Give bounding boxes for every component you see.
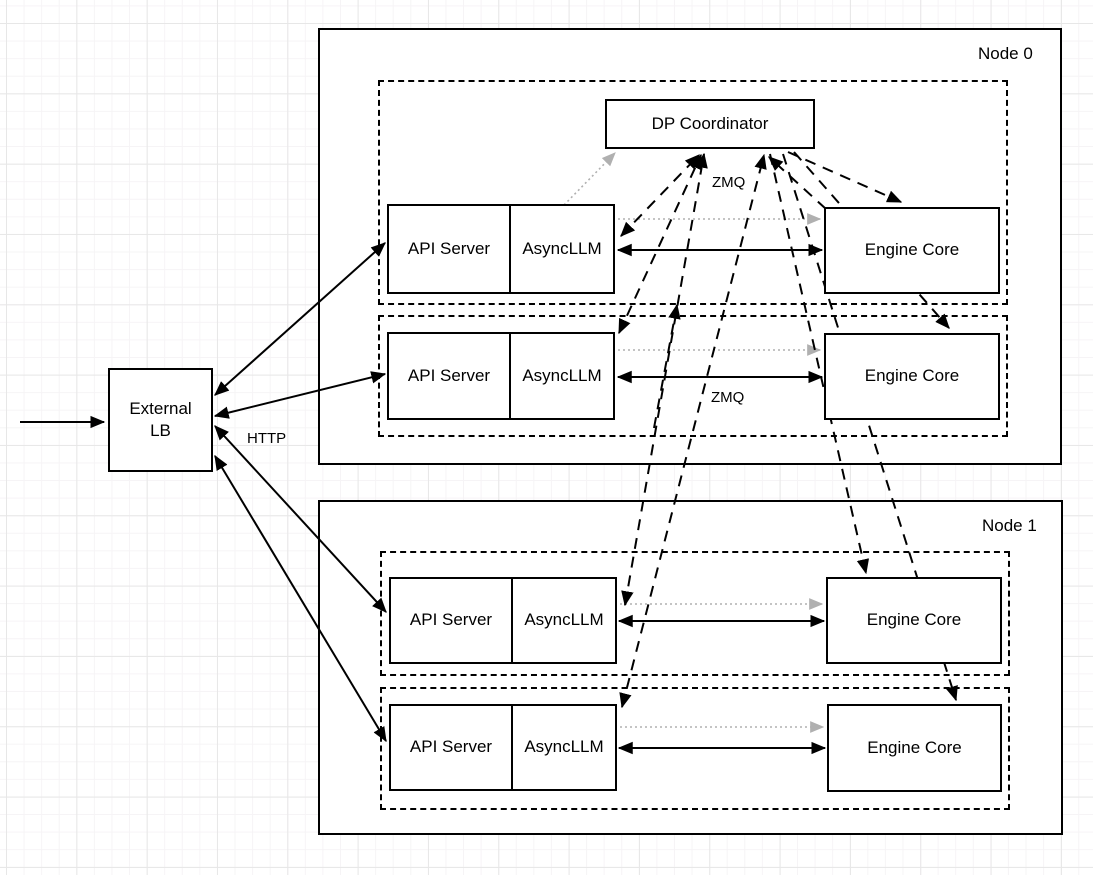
engine-core-label: Engine Core — [866, 610, 962, 630]
api-server-cell: API Server — [389, 334, 511, 418]
asyncllm-label: AsyncLLM — [522, 238, 602, 258]
api-asyncllm-box-node0-row1: API Server AsyncLLM — [387, 332, 615, 420]
api-asyncllm-box-node1-row1: API Server AsyncLLM — [389, 704, 617, 791]
dp-coordinator-box: DP Coordinator — [605, 99, 815, 149]
engine-core-box-node1-row1: Engine Core — [827, 704, 1002, 792]
api-server-label: API Server — [407, 238, 491, 258]
engine-coordinator-dashed-edge — [768, 156, 827, 210]
engine-core-label: Engine Core — [864, 240, 960, 260]
api-asyncllm-box-node0-row0: API Server AsyncLLM — [387, 204, 615, 294]
external-lb-box: External LB — [108, 368, 213, 472]
lb-http-edge-node0-row1 — [213, 371, 387, 419]
engine-core-box-node0-row1: Engine Core — [824, 333, 1000, 420]
lb-http-edge-node1-row0 — [214, 425, 387, 613]
asyncllm-label: AsyncLLM — [524, 610, 604, 630]
engine-core-box-node1-row0: Engine Core — [826, 577, 1002, 664]
coordinator-engine-dashed-edge-node1-row0 — [769, 153, 870, 575]
coordinator-asyncllm-dashed-edge-node1-row1 — [619, 153, 767, 709]
zmq-edge-label-top: ZMQ — [712, 174, 746, 191]
node1-label: Node 1 — [982, 516, 1037, 535]
asyncllm-label: AsyncLLM — [522, 365, 602, 385]
http-edge-label: HTTP — [247, 430, 287, 447]
api-server-cell: API Server — [391, 579, 513, 662]
asyncllm-coordinator-dotted-edge — [563, 152, 616, 206]
upward-dashed-edge — [653, 303, 681, 429]
asyncllm-cell: AsyncLLM — [513, 706, 615, 789]
zmq-edge-label-row2: ZMQ — [711, 389, 745, 406]
api-server-cell: API Server — [389, 206, 511, 292]
api-server-label: API Server — [409, 737, 493, 757]
engine-core-label: Engine Core — [864, 366, 960, 386]
external-lb-label: External LB — [129, 398, 192, 440]
lb-http-edge-node1-row1 — [214, 454, 387, 743]
coordinator-engine-dashed-edge-node0-row0 — [787, 151, 903, 203]
asyncllm-cell: AsyncLLM — [513, 579, 615, 662]
dp-coordinator-label: DP Coordinator — [651, 113, 769, 133]
asyncllm-cell: AsyncLLM — [511, 206, 613, 292]
engine-core-label: Engine Core — [867, 737, 962, 757]
node0-label: Node 0 — [978, 44, 1033, 63]
api-server-cell: API Server — [391, 706, 513, 789]
api-server-label: API Server — [409, 610, 493, 630]
coordinator-asyncllm-dashed-edge-node0-row0 — [620, 154, 700, 237]
asyncllm-label: AsyncLLM — [524, 737, 604, 757]
engine-core-box-node0-row0: Engine Core — [824, 207, 1000, 294]
lb-http-edge-node0-row0 — [214, 242, 386, 396]
coordinator-asyncllm-dashed-edge-node1-row0 — [621, 152, 708, 607]
api-server-label: API Server — [407, 365, 491, 385]
asyncllm-cell: AsyncLLM — [511, 334, 613, 418]
api-asyncllm-box-node1-row0: API Server AsyncLLM — [389, 577, 617, 664]
